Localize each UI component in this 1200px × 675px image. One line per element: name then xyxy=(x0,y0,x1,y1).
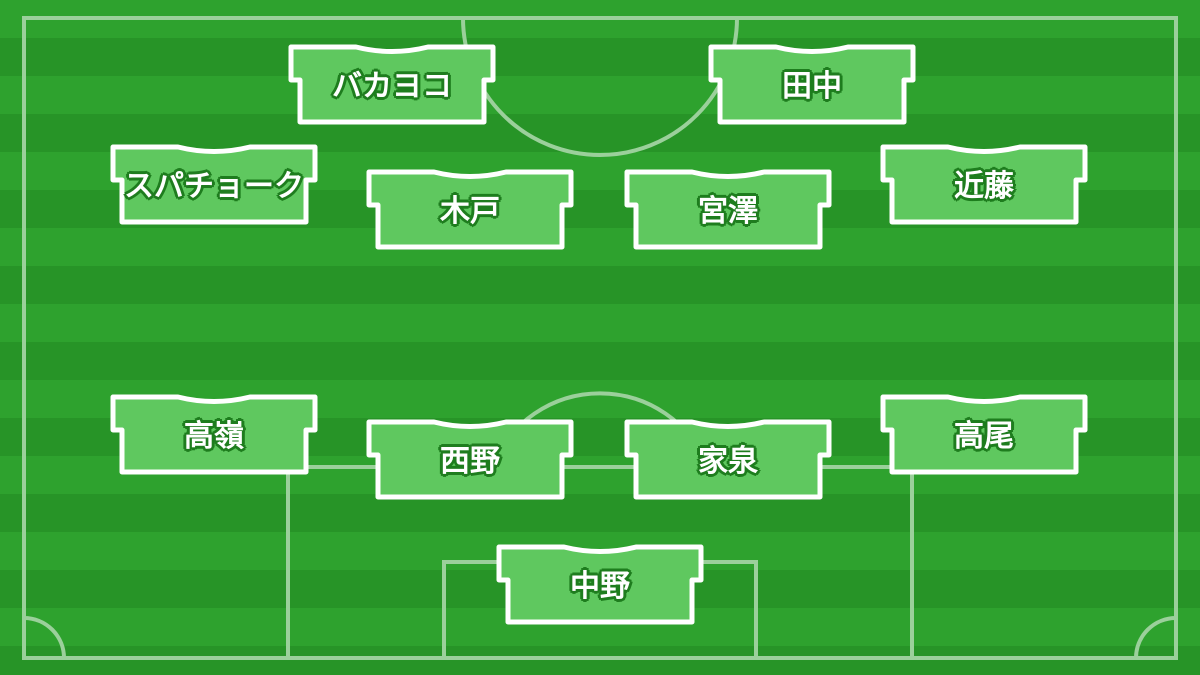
player-shirt-defender-2[interactable]: 西野 xyxy=(364,417,576,501)
touchline-boundary xyxy=(22,16,1178,660)
player-name: 田中 xyxy=(782,69,842,104)
shirt-icon xyxy=(366,419,574,500)
shirt-icon xyxy=(708,44,916,125)
shirt-icon xyxy=(880,144,1088,225)
player-name: 木戸 xyxy=(440,194,500,229)
penalty-area xyxy=(286,465,914,660)
corner-arc-right xyxy=(1134,616,1177,659)
center-circle xyxy=(461,17,739,157)
player-shirt-midfielder-3[interactable]: 宮澤 xyxy=(622,167,834,251)
player-shirt-defender-3[interactable]: 家泉 xyxy=(622,417,834,501)
player-name: 西野 xyxy=(440,444,500,479)
shirt-icon xyxy=(880,394,1088,475)
player-name: 中野 xyxy=(570,569,630,604)
player-name: 宮澤 xyxy=(698,194,758,229)
player-name: 近藤 xyxy=(954,169,1014,204)
player-shirt-defender-4[interactable]: 高尾 xyxy=(878,392,1090,476)
player-shirt-goalkeeper[interactable]: 中野 xyxy=(494,542,706,626)
shirt-icon xyxy=(624,419,832,500)
player-name: 高嶺 xyxy=(184,419,244,454)
player-name: バカヨコ xyxy=(332,69,452,104)
player-name: 家泉 xyxy=(698,444,758,479)
player-shirt-midfielder-1[interactable]: スパチョーク xyxy=(108,142,320,226)
shirt-icon xyxy=(288,44,496,125)
shirt-icon xyxy=(624,169,832,250)
player-shirt-midfielder-2[interactable]: 木戸 xyxy=(364,167,576,251)
shirt-icon xyxy=(496,544,704,625)
player-shirt-midfielder-4[interactable]: 近藤 xyxy=(878,142,1090,226)
player-shirt-defender-1[interactable]: 高嶺 xyxy=(108,392,320,476)
shirt-icon xyxy=(110,394,318,475)
player-shirt-forward-1[interactable]: バカヨコ xyxy=(286,42,498,126)
player-shirt-forward-2[interactable]: 田中 xyxy=(706,42,918,126)
player-name: 高尾 xyxy=(954,419,1014,454)
player-name: スパチョーク xyxy=(124,169,304,204)
corner-arc-left xyxy=(23,616,66,659)
shirt-icon xyxy=(366,169,574,250)
shirt-icon xyxy=(110,144,318,225)
